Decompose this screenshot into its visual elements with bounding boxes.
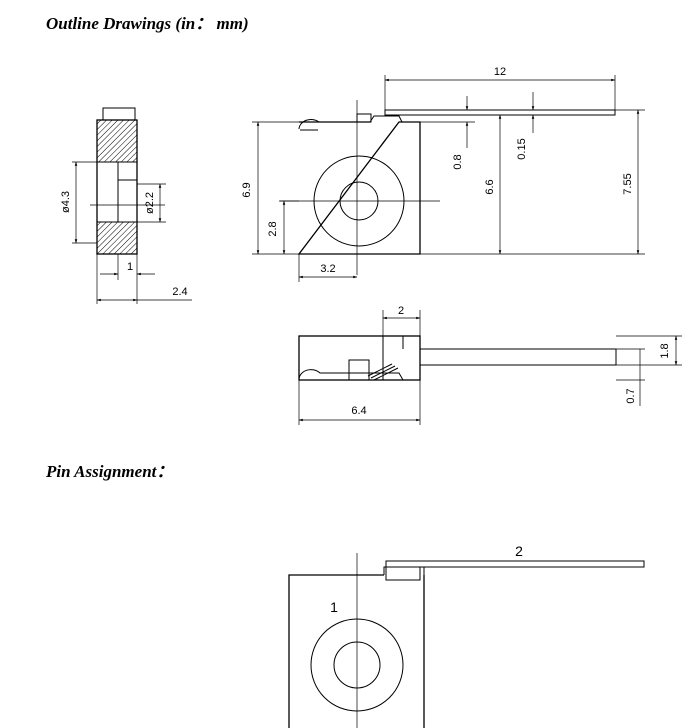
pin-lead-clip [383, 566, 425, 581]
dim-lead-bottom-offset: 0.7 [625, 388, 637, 403]
side-section-view: ø4.3 ø2.2 1 2.4 [60, 107, 192, 304]
outline-drawings-heading: Outline Drawings (in： mm) [46, 14, 249, 33]
dim-center-offset: 3.2 [320, 263, 335, 275]
dim-center-height: 2.8 [267, 221, 279, 236]
top-view: 2 1.8 0.7 6.4 [298, 305, 682, 425]
dim-ring-step: 1 [127, 261, 133, 273]
pin-body-outline [288, 574, 425, 728]
top-lead-strip [419, 348, 617, 366]
dim-tab-width: 2 [398, 305, 404, 317]
dim-lead-length: 12 [494, 66, 506, 78]
dim-lead-width: 1.8 [659, 343, 671, 358]
side-top-cap [102, 107, 136, 121]
dim-body-width: 6.4 [351, 405, 366, 417]
pin-assignment-view: 1 2 [288, 543, 645, 728]
front-view: 12 0.8 0.15 6.9 2.8 3.2 6.6 7.55 [241, 66, 645, 282]
pin-1-label: 1 [330, 599, 338, 615]
side-hatch-bottom [96, 221, 138, 255]
front-lead-strip [384, 109, 616, 116]
pin-2-label: 2 [515, 543, 523, 559]
top-contact-pad [348, 359, 370, 381]
side-hatch-top [96, 119, 138, 163]
pin-assignment-heading: Pin Assignment： [46, 462, 174, 481]
dim-outer-diameter: ø4.3 [60, 191, 72, 213]
dim-overall-height: 7.55 [622, 173, 634, 194]
dim-inner-diameter: ø2.2 [144, 192, 156, 214]
front-lead-clip [369, 115, 403, 123]
dim-lead-top-to-base: 6.6 [484, 179, 496, 194]
dim-lead-offset: 0.8 [452, 154, 464, 169]
dim-side-width: 2.4 [172, 286, 187, 298]
dim-lead-thickness: 0.15 [516, 138, 528, 159]
side-outer-bore [96, 161, 119, 223]
pin-lead-strip [385, 560, 645, 568]
dim-body-height: 6.9 [241, 182, 253, 197]
side-inner-bore [117, 179, 138, 223]
